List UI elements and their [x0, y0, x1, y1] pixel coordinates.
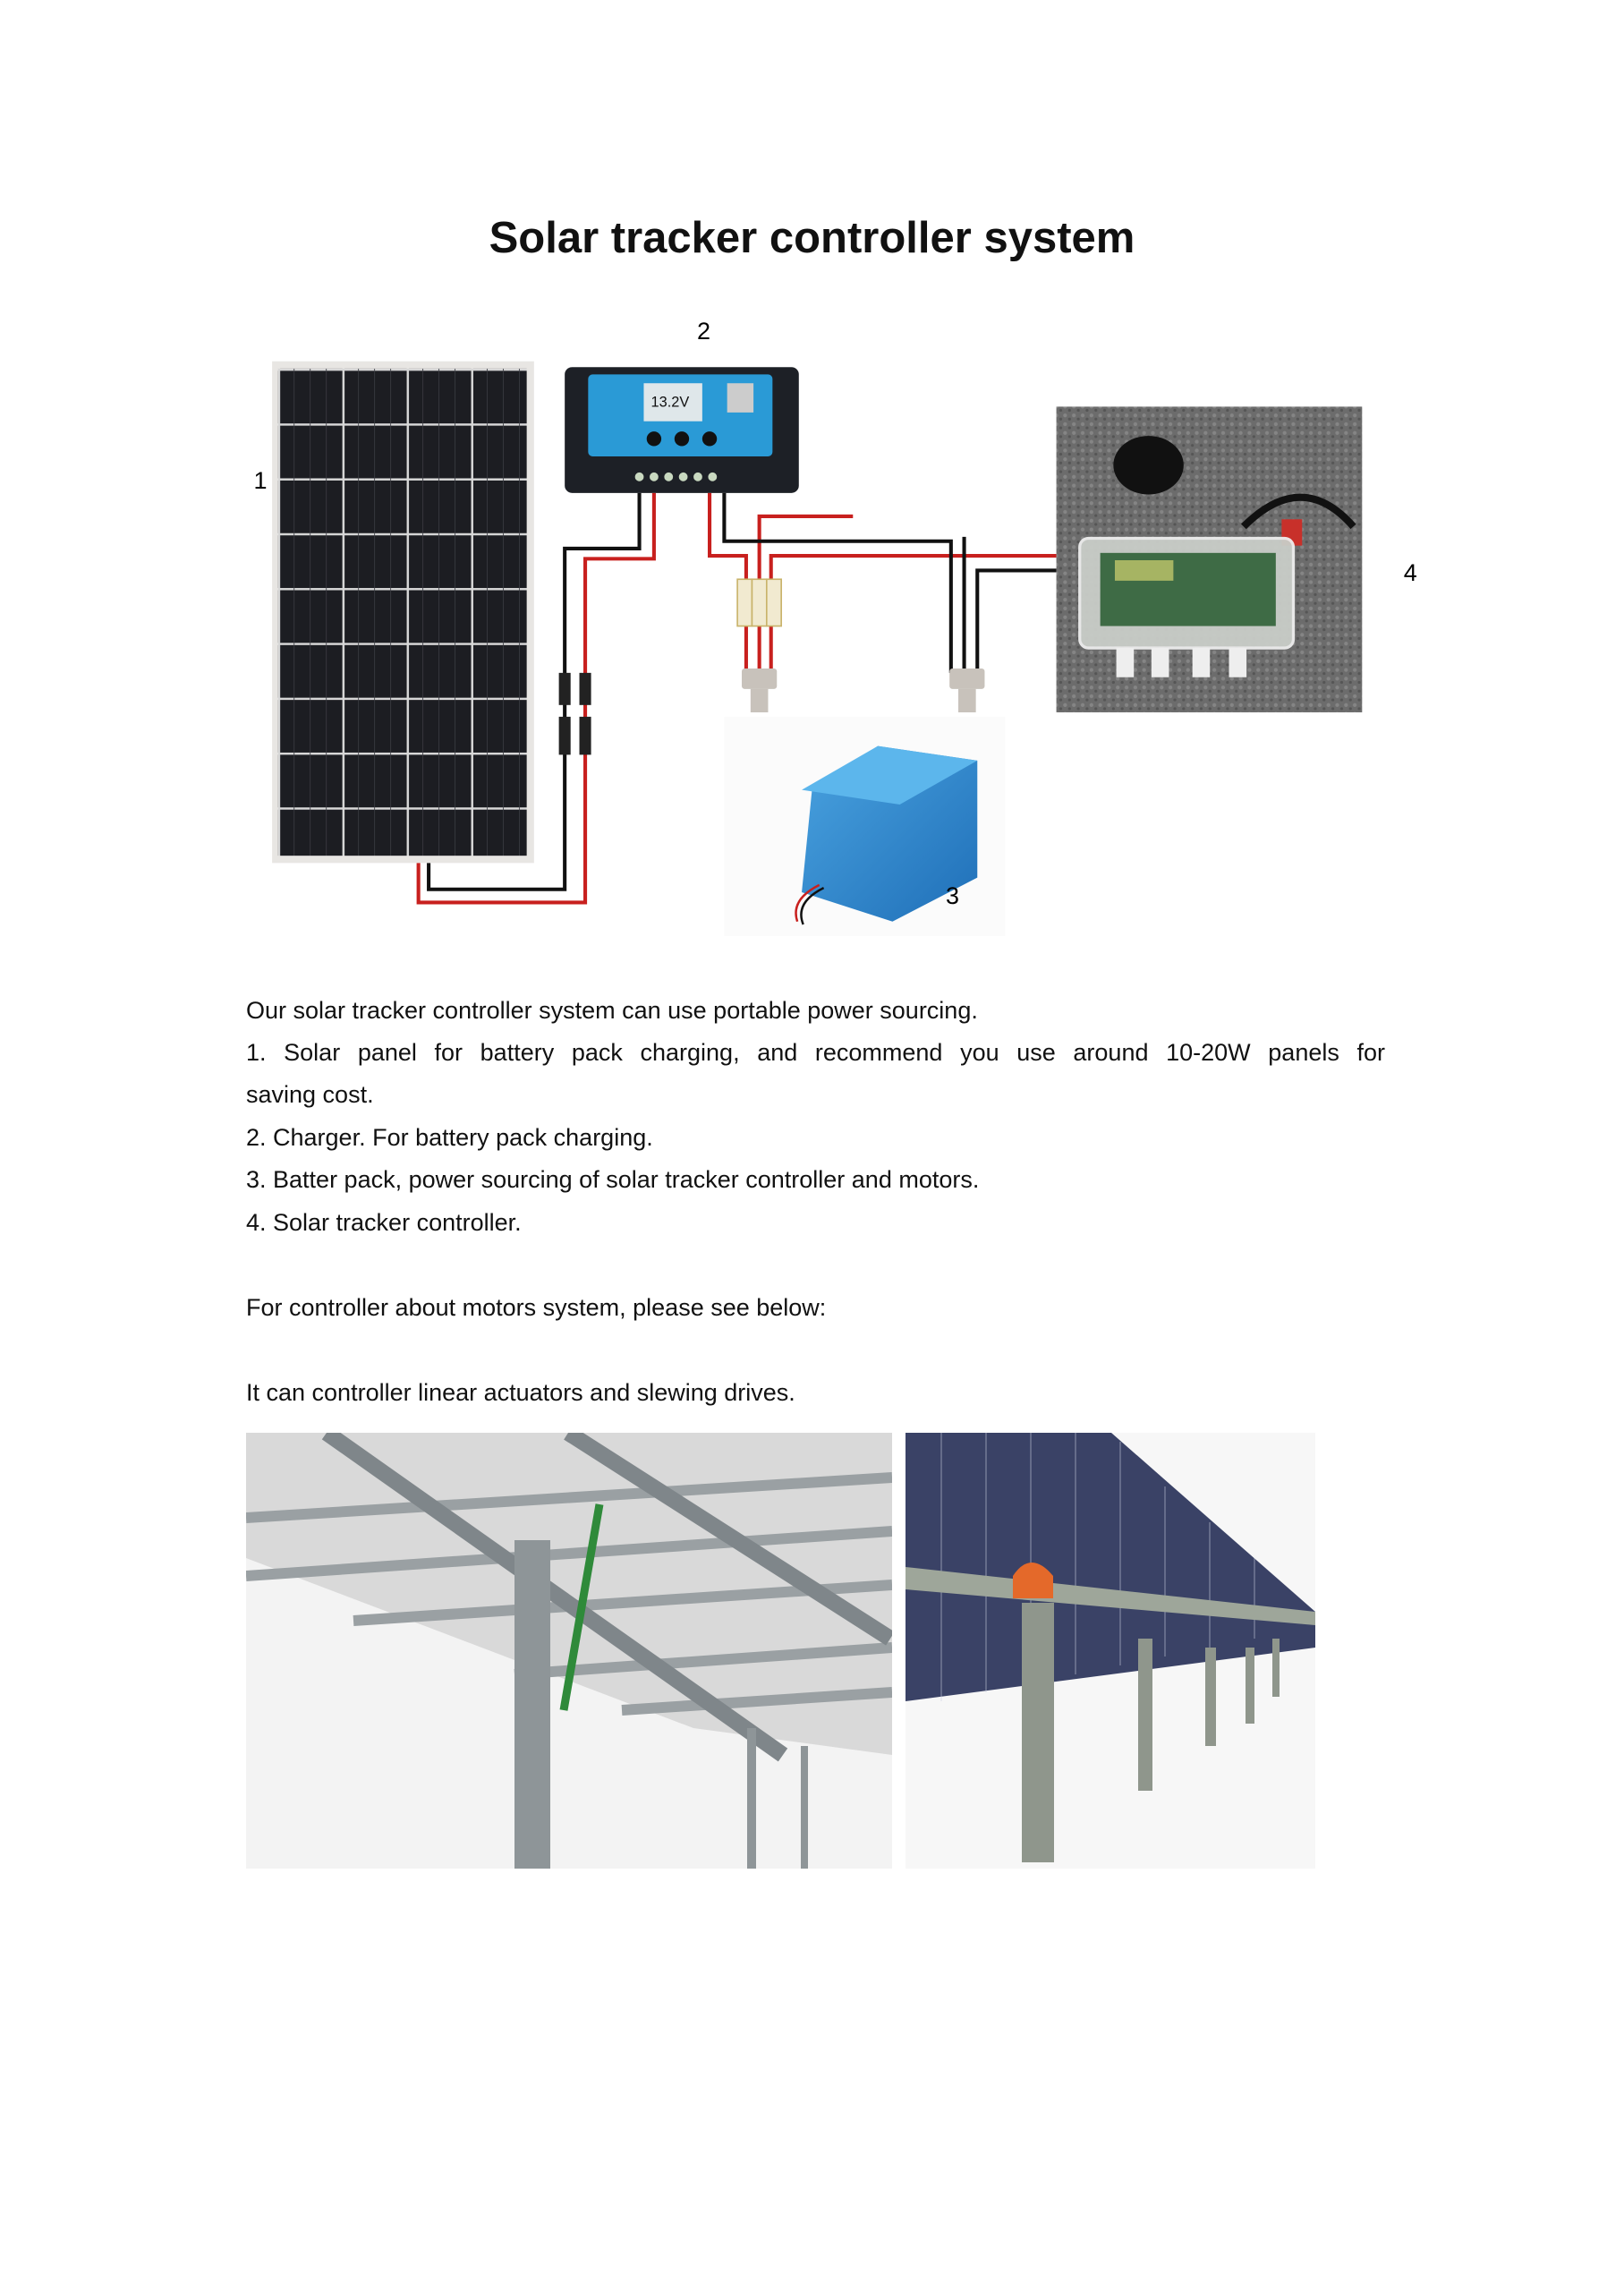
intro-text: Our solar tracker controller system can … — [246, 997, 978, 1024]
charger-display: 13.2V — [651, 394, 690, 410]
mc4-connectors — [558, 672, 591, 755]
motors-note: For controller about motors system, plea… — [246, 1294, 827, 1321]
linear-actuator-tracker-image — [246, 1433, 892, 1869]
wiring-diagram: 13.2V — [254, 318, 1417, 937]
list-item-1: 1. Solar panel for battery pack charging… — [246, 1039, 1385, 1066]
list-item-3: 3. Batter pack, power sourcing of solar … — [246, 1166, 980, 1193]
label-4: 4 — [1404, 559, 1417, 586]
label-3: 3 — [946, 882, 959, 909]
fuse-holders — [736, 578, 782, 627]
list-item-4: 4. Solar tracker controller. — [246, 1209, 522, 1236]
charge-controller-image: 13.2V — [565, 367, 799, 493]
battery-pack-image — [724, 716, 1006, 937]
solar-panel-image — [272, 361, 534, 864]
page-title: Solar tracker controller system — [489, 214, 1135, 262]
label-2: 2 — [697, 318, 710, 345]
battery-terminals — [742, 668, 985, 712]
label-1: 1 — [254, 467, 268, 494]
list-item-2: 2. Charger. For battery pack charging. — [246, 1124, 653, 1151]
slewing-drive-tracker-image — [906, 1433, 1315, 1869]
list-item-1-cont: saving cost. — [246, 1081, 374, 1108]
solar-tracker-controller-image — [1056, 406, 1363, 712]
drives-note: It can controller linear actuators and s… — [246, 1379, 795, 1406]
